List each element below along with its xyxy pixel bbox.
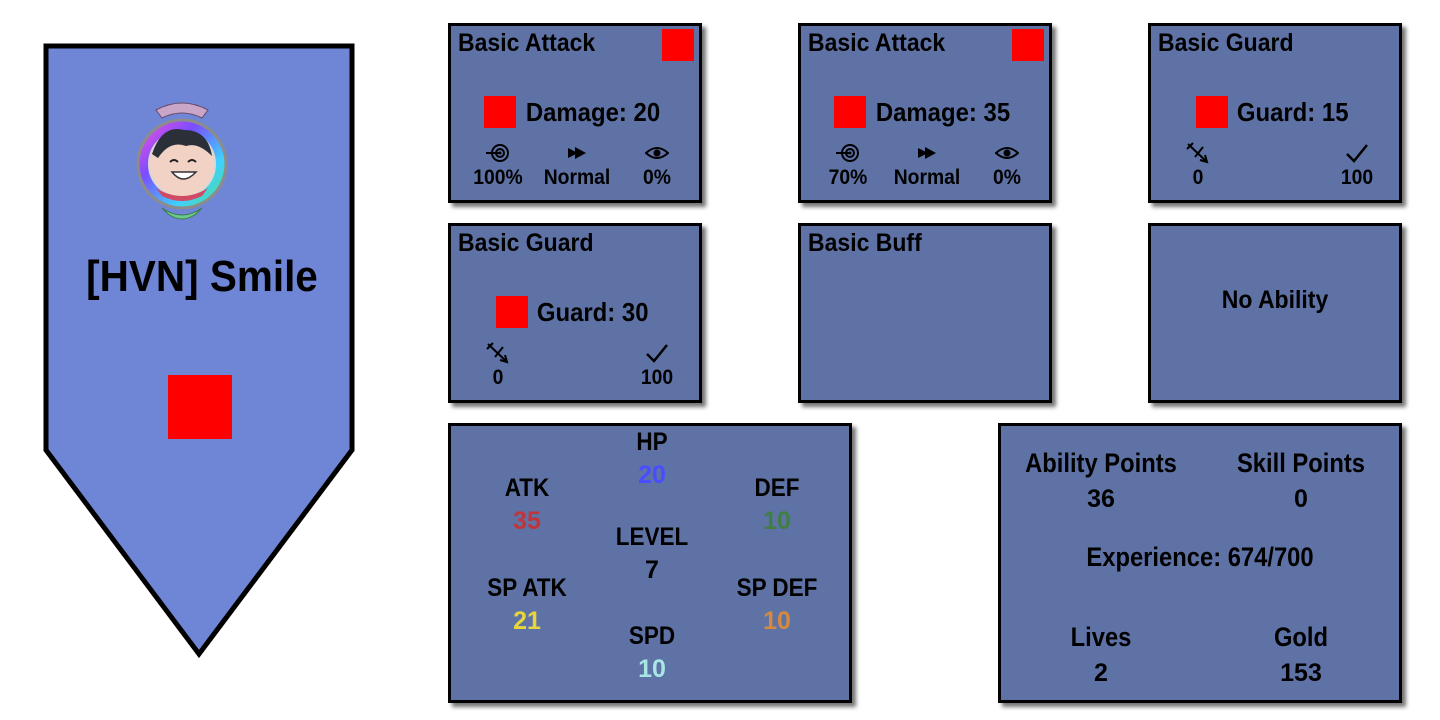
stat-spd-value: 10 <box>638 655 666 683</box>
experience-label: Experience: 674/700 <box>1086 542 1314 572</box>
speed-arrow-icon <box>532 142 622 164</box>
stat-atk: ATK 35 <box>457 474 597 536</box>
speed-value: Normal <box>543 166 611 189</box>
stat-atk-value: 35 <box>513 507 541 535</box>
stat-spd-label: SPD <box>628 622 676 650</box>
stat-hp-value: 20 <box>638 461 666 489</box>
stat-sp-def-value: 10 <box>763 607 791 635</box>
stat-sp-atk-value: 21 <box>513 607 541 635</box>
speed-arrow-icon <box>882 142 972 164</box>
ability-value-square <box>484 96 517 128</box>
stat-sp-def-label: SP DEF <box>736 574 818 602</box>
character-portrait-medallion-icon <box>136 102 228 220</box>
no-ability-label: No Ability <box>1221 286 1329 314</box>
success-value: 100 <box>1340 166 1374 189</box>
ability-type-square <box>662 29 694 61</box>
gold-value: 153 <box>1280 659 1322 687</box>
ability-points: Ability Points 36 <box>1001 448 1201 514</box>
stat-level: LEVEL 7 <box>582 523 722 585</box>
ability-card-1[interactable]: Basic Attack Damage: 20 100% Normal 0% <box>448 23 702 203</box>
gold: Gold 153 <box>1201 622 1401 688</box>
stat-spd: SPD 10 <box>582 622 722 684</box>
stat-def: DEF 10 <box>707 474 847 536</box>
stat-hp-label: HP <box>636 428 668 456</box>
stat-sp-atk-label: SP ATK <box>487 574 567 602</box>
ability-guard: Guard: 15 <box>1237 96 1349 127</box>
ability-title: Basic Guard <box>1158 29 1294 57</box>
ability-value-square <box>1196 96 1229 128</box>
ability-title: Basic Buff <box>808 229 922 257</box>
ability-card-4[interactable]: Basic Guard Guard: 30 0 100 <box>448 223 702 403</box>
speed-value: Normal <box>893 166 961 189</box>
character-portrait[interactable] <box>136 96 228 228</box>
ability-points-label: Ability Points <box>1025 448 1177 478</box>
stat-hp: HP 20 <box>582 428 722 490</box>
lives: Lives 2 <box>1001 622 1201 688</box>
character-banner <box>43 43 355 659</box>
eye-icon <box>612 142 702 164</box>
ability-card-6[interactable]: No Ability <box>1148 223 1402 403</box>
stats-panel: HP 20 ATK 35 DEF 10 LEVEL 7 SP ATK 21 SP… <box>448 423 852 703</box>
ability-type-square <box>1012 29 1044 61</box>
accuracy-value: 70% <box>828 166 868 189</box>
ability-value-square <box>496 296 529 328</box>
progress-panel: Ability Points 36 Skill Points 0 Experie… <box>998 423 1402 703</box>
pierce-value: 0 <box>492 366 504 389</box>
broken-arrow-icon <box>1153 142 1243 164</box>
stat-level-value: 7 <box>645 556 659 584</box>
ability-card-2[interactable]: Basic Attack Damage: 35 70% Normal 0% <box>798 23 1052 203</box>
ability-title: Basic Attack <box>458 29 596 57</box>
stat-sp-def: SP DEF 10 <box>707 574 847 636</box>
evasion-value: 0% <box>993 166 1021 189</box>
accuracy-target-icon <box>803 142 893 164</box>
stat-atk-label: ATK <box>504 474 550 502</box>
ability-value-square <box>834 96 867 128</box>
accuracy-target-icon <box>453 142 543 164</box>
skill-points-label: Skill Points <box>1236 448 1366 478</box>
stat-level-label: LEVEL <box>615 523 689 551</box>
character-name: [HVN] Smile <box>86 252 318 301</box>
checkmark-icon <box>1312 142 1402 164</box>
stat-sp-atk: SP ATK 21 <box>457 574 597 636</box>
success-value: 100 <box>640 366 674 389</box>
skill-points-value: 0 <box>1294 485 1308 513</box>
stat-def-label: DEF <box>754 474 800 502</box>
broken-arrow-icon <box>453 342 543 364</box>
ability-card-3[interactable]: Basic Guard Guard: 15 0 100 <box>1148 23 1402 203</box>
ability-points-value: 36 <box>1087 485 1115 513</box>
eye-icon <box>962 142 1052 164</box>
character-placeholder-square <box>168 375 232 439</box>
accuracy-value: 100% <box>473 166 523 189</box>
pierce-value: 0 <box>1192 166 1204 189</box>
lives-label: Lives <box>1070 622 1132 652</box>
skill-points: Skill Points 0 <box>1201 448 1401 514</box>
ability-title: Basic Attack <box>808 29 946 57</box>
evasion-value: 0% <box>643 166 671 189</box>
ability-damage: Damage: 20 <box>525 96 661 127</box>
stat-def-value: 10 <box>763 507 791 535</box>
ability-title: Basic Guard <box>458 229 594 257</box>
gold-label: Gold <box>1273 622 1329 652</box>
ability-guard: Guard: 30 <box>537 296 649 327</box>
ability-card-5[interactable]: Basic Buff <box>798 223 1052 403</box>
ability-damage: Damage: 35 <box>875 96 1011 127</box>
checkmark-icon <box>612 342 702 364</box>
lives-value: 2 <box>1094 659 1108 687</box>
